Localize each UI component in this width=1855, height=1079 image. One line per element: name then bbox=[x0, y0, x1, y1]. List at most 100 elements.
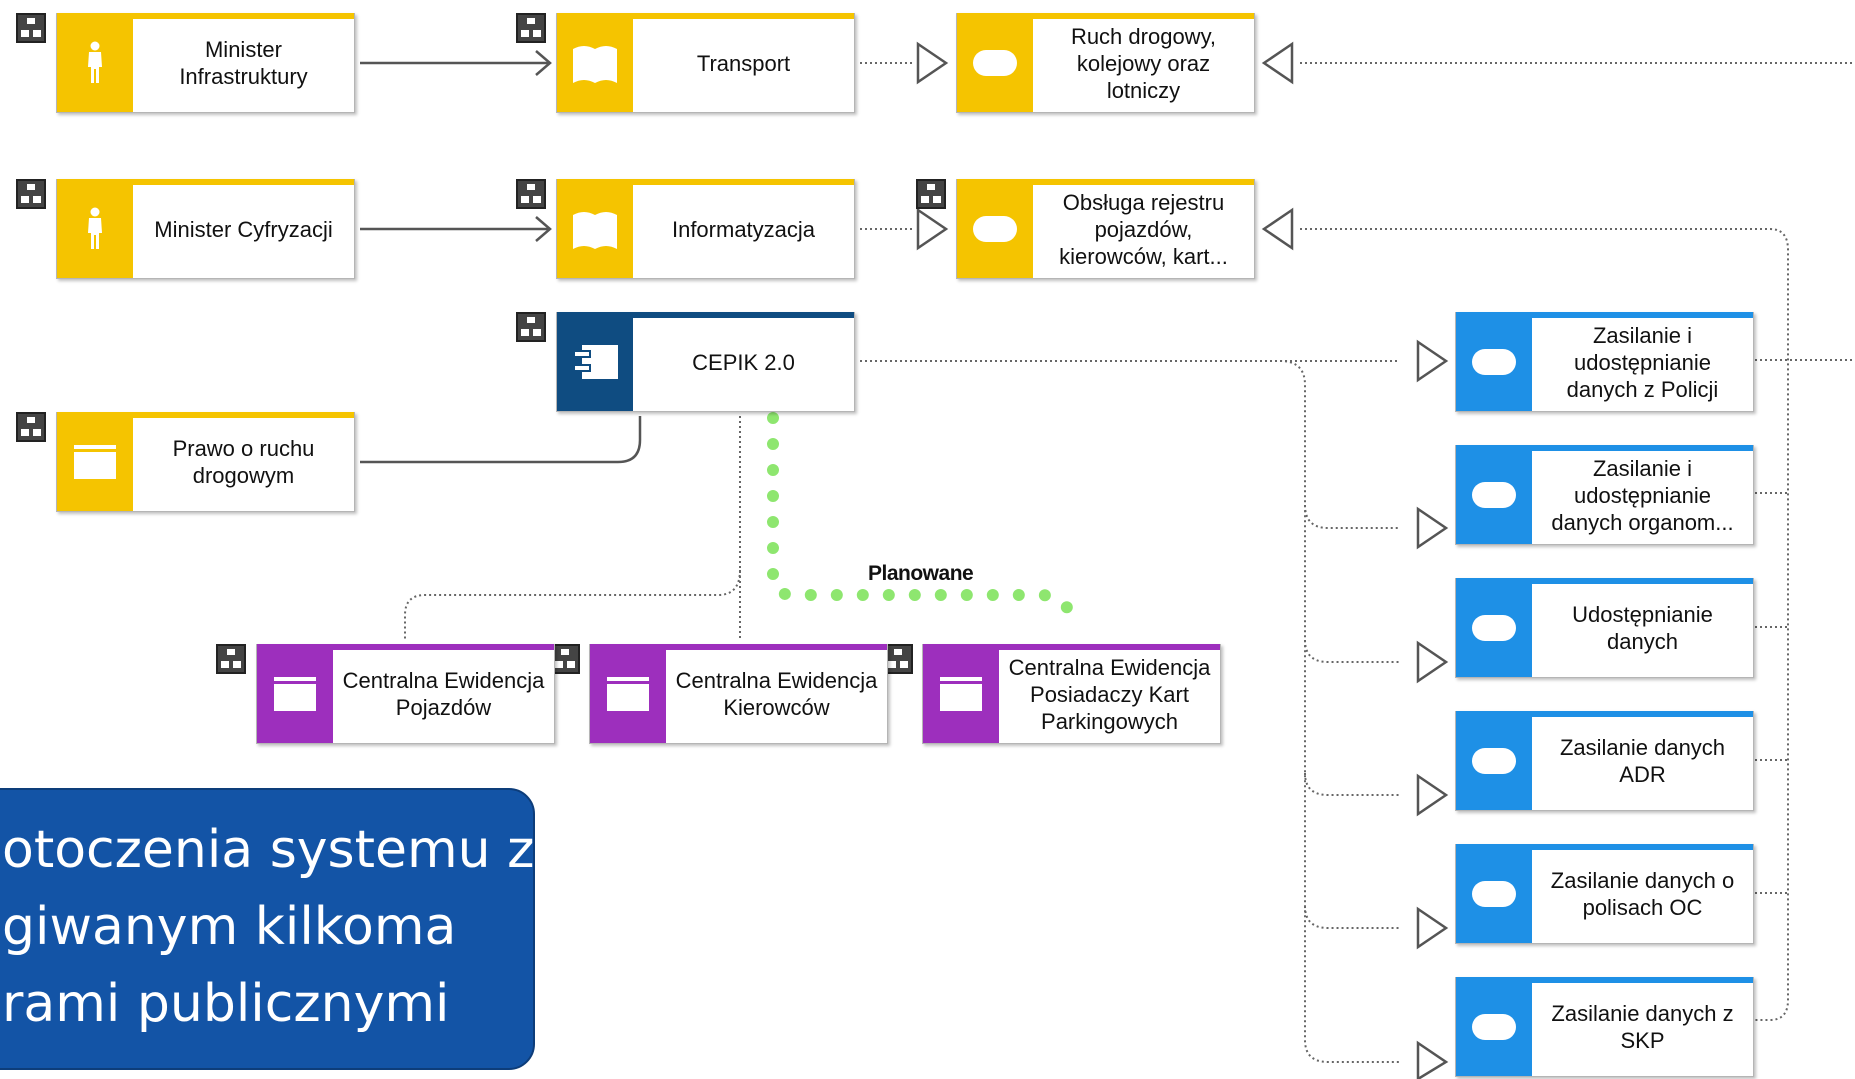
node-accent bbox=[957, 13, 1254, 19]
connector-system-services bbox=[1304, 639, 1400, 663]
function-node[interactable]: Ruch drogowy, kolejowy oraz lotniczy bbox=[956, 13, 1255, 113]
node-bar bbox=[1456, 712, 1532, 810]
open-arrowhead bbox=[1261, 41, 1294, 85]
service-label: Zasilanie danych ADR bbox=[1559, 735, 1726, 787]
node-bar bbox=[957, 14, 1033, 112]
hierarchy-icon[interactable] bbox=[16, 179, 46, 209]
hierarchy-icon[interactable] bbox=[216, 644, 246, 674]
connector-system-services bbox=[1279, 360, 1400, 1063]
function-pill-icon bbox=[973, 50, 1017, 76]
service-pill-icon bbox=[1472, 1014, 1516, 1040]
registry-node-planned[interactable]: Centralna Ewidencja Posiadaczy Kart Park… bbox=[922, 644, 1221, 744]
node-bar bbox=[923, 645, 999, 743]
caption-callout: otoczenia systemu z giwanym kilkoma rami… bbox=[0, 788, 535, 1070]
service-label: Udostępnianie danych bbox=[1572, 602, 1713, 654]
node-accent bbox=[1456, 445, 1753, 451]
node-bar bbox=[257, 645, 333, 743]
hierarchy-icon[interactable] bbox=[516, 312, 546, 342]
function-pill-icon bbox=[973, 216, 1017, 242]
role-label: Minister Infrastruktury bbox=[179, 37, 308, 89]
hierarchy-icon[interactable] bbox=[516, 179, 546, 209]
flag-icon bbox=[573, 212, 617, 249]
registry-node[interactable]: Centralna Ewidencja Pojazdów bbox=[256, 644, 555, 744]
node-accent bbox=[1456, 977, 1753, 983]
node-accent bbox=[1456, 844, 1753, 850]
node-bar bbox=[1456, 446, 1532, 544]
hierarchy-icon[interactable] bbox=[916, 179, 946, 209]
system-node[interactable]: CEPIK 2.0 bbox=[556, 312, 855, 412]
person-icon bbox=[88, 41, 102, 83]
open-arrowhead bbox=[1416, 339, 1449, 383]
node-bar bbox=[557, 313, 633, 411]
service-node[interactable]: Zasilanie i udostępnianie danych organom… bbox=[1455, 445, 1754, 545]
hierarchy-icon[interactable] bbox=[516, 13, 546, 43]
service-pill-icon bbox=[1472, 748, 1516, 774]
registry-label: Centralna Ewidencja Kierowców bbox=[675, 668, 878, 720]
node-accent bbox=[557, 312, 854, 318]
application-icon bbox=[607, 677, 649, 711]
service-pill-icon bbox=[1472, 881, 1516, 907]
service-pill-icon bbox=[1472, 482, 1516, 508]
node-accent bbox=[923, 644, 1220, 650]
law-label: Prawo o ruchu drogowym bbox=[172, 436, 315, 488]
service-node[interactable]: Zasilanie danych o polisach OC bbox=[1455, 844, 1754, 944]
function-node[interactable]: Obsługa rejestru pojazdów, kierowców, ka… bbox=[956, 179, 1255, 279]
service-label: Zasilanie danych o polisach OC bbox=[1550, 868, 1735, 920]
service-node[interactable]: Zasilanie i udostępnianie danych z Polic… bbox=[1455, 312, 1754, 412]
application-icon bbox=[940, 677, 982, 711]
node-bar bbox=[557, 14, 633, 112]
document-icon bbox=[74, 445, 116, 479]
open-arrowhead bbox=[1261, 207, 1294, 251]
law-node[interactable]: Prawo o ruchu drogowym bbox=[56, 412, 355, 512]
node-bar bbox=[1456, 579, 1532, 677]
function-label: Obsługa rejestru pojazdów, kierowców, ka… bbox=[1059, 189, 1228, 269]
service-label: Zasilanie i udostępnianie danych organom… bbox=[1551, 455, 1734, 535]
service-pill-icon bbox=[1472, 615, 1516, 641]
node-bar bbox=[1456, 313, 1532, 411]
registry-node[interactable]: Centralna Ewidencja Kierowców bbox=[589, 644, 888, 744]
connector-service-tick bbox=[1755, 359, 1788, 894]
node-accent bbox=[257, 644, 554, 650]
service-label: Zasilanie danych z SKP bbox=[1551, 1001, 1734, 1053]
role-node[interactable]: Minister Infrastruktury bbox=[56, 13, 355, 113]
area-node[interactable]: Transport bbox=[556, 13, 855, 113]
role-node[interactable]: Minister Cyfryzacji bbox=[56, 179, 355, 279]
caption-line: giwanym kilkoma bbox=[2, 897, 457, 957]
open-arrowhead bbox=[916, 41, 949, 85]
hierarchy-icon[interactable] bbox=[16, 412, 46, 442]
node-accent bbox=[957, 179, 1254, 185]
component-icon bbox=[573, 345, 618, 379]
node-accent bbox=[1456, 711, 1753, 717]
open-arrowhead bbox=[1416, 1040, 1449, 1079]
function-label: Ruch drogowy, kolejowy oraz lotniczy bbox=[1070, 23, 1217, 103]
application-icon bbox=[274, 677, 316, 711]
service-node[interactable]: Zasilanie danych ADR bbox=[1455, 711, 1754, 811]
person-icon bbox=[88, 207, 102, 249]
node-bar bbox=[57, 14, 133, 112]
area-label: Transport bbox=[696, 50, 791, 76]
open-arrowhead bbox=[1416, 640, 1449, 684]
node-accent bbox=[557, 179, 854, 185]
connector-system-services bbox=[1304, 772, 1400, 796]
node-bar bbox=[590, 645, 666, 743]
arrowhead bbox=[535, 50, 552, 76]
connector-system-services bbox=[1304, 504, 1400, 529]
node-bar bbox=[57, 413, 133, 511]
node-accent bbox=[57, 179, 354, 185]
connector-law-system bbox=[360, 416, 642, 464]
hierarchy-icon[interactable] bbox=[16, 13, 46, 43]
node-accent bbox=[57, 412, 354, 418]
service-node[interactable]: Udostępnianie danych bbox=[1455, 578, 1754, 678]
flag-icon bbox=[573, 46, 617, 83]
area-label: Informatyzacja bbox=[671, 216, 816, 242]
service-node[interactable]: Zasilanie danych z SKP bbox=[1455, 977, 1754, 1077]
node-accent bbox=[1456, 312, 1753, 318]
registry-label: Centralna Ewidencja Posiadaczy Kart Park… bbox=[1008, 654, 1211, 734]
area-node[interactable]: Informatyzacja bbox=[556, 179, 855, 279]
hierarchy-icon[interactable] bbox=[883, 644, 913, 674]
connector-system-services bbox=[1304, 905, 1400, 929]
node-accent bbox=[557, 13, 854, 19]
arrowhead bbox=[535, 216, 552, 242]
open-arrowhead bbox=[1416, 906, 1449, 950]
